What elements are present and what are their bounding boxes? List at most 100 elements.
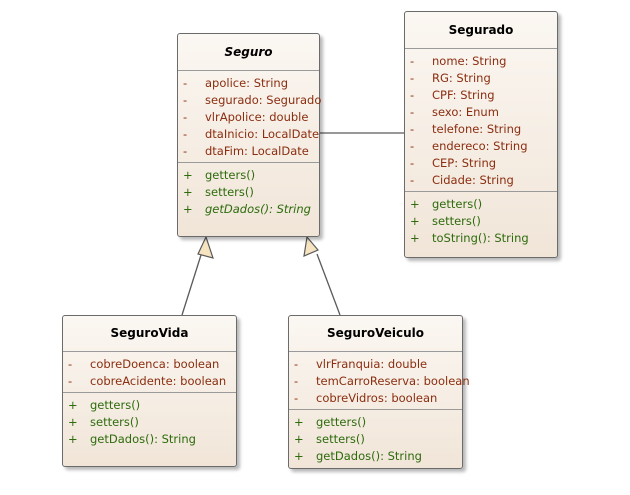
visibility-marker: +: [410, 197, 420, 211]
class-segurovida[interactable]: SeguroVida -cobreDoenca: boolean- cobreAc…: [62, 315, 237, 467]
operation-label: setters(): [205, 185, 254, 199]
visibility-marker: +: [183, 202, 193, 216]
visibility-marker: -: [294, 374, 299, 388]
operation-row[interactable]: + getters(): [405, 196, 557, 213]
visibility-marker: -: [183, 110, 188, 124]
operation-row[interactable]: + setters(): [405, 213, 557, 230]
attribute-label: temCarroReserva: boolean: [316, 374, 470, 388]
visibility-marker: +: [68, 415, 78, 429]
visibility-marker: +: [410, 214, 420, 228]
visibility-marker: +: [410, 231, 420, 245]
generalization-arrowhead-seguroveiculo: [303, 235, 319, 257]
attribute-row[interactable]: - temCarroReserva: boolean: [289, 373, 470, 390]
class-seguroveiculo[interactable]: SeguroVeiculo - vlrFranquia: double - temCa…: [288, 315, 470, 469]
generalization-line-segurovida[interactable]: [181, 254, 202, 316]
attribute-row[interactable]: - sexo: Enum: [405, 104, 557, 121]
attribute-row[interactable]: - apolice: String: [178, 75, 319, 92]
operation-row[interactable]: + toString(): String: [405, 230, 557, 247]
attribute-label: dtaInicio: LocalDate: [205, 127, 320, 141]
attribute-label: CEP: String: [432, 156, 497, 170]
operation-label: getDados(): String: [205, 202, 311, 216]
class-name: SeguroVida: [63, 316, 236, 352]
visibility-marker: -: [410, 88, 415, 102]
operation-label: getters(): [316, 415, 367, 429]
generalization-arrowhead-segurovida: [197, 235, 214, 259]
attribute-row[interactable]: - telefone: String: [405, 121, 557, 138]
attribute-row[interactable]: - CEP: String: [405, 155, 557, 172]
attribute-label: endereco: String: [432, 139, 528, 153]
attribute-row[interactable]: -Cidade: String: [405, 172, 557, 189]
visibility-marker: -: [410, 122, 415, 136]
attribute-label: RG: String: [432, 71, 491, 85]
operation-row[interactable]: + getDados(): String: [63, 431, 236, 448]
attribute-label: segurado: Segurado: [205, 93, 322, 107]
operation-row[interactable]: +getDados(): String: [289, 448, 462, 465]
class-seguro[interactable]: Seguro - apolice: String - segurado: Segura…: [177, 33, 322, 237]
visibility-marker: -: [294, 391, 299, 405]
visibility-marker: +: [68, 432, 78, 446]
class-name: Seguro: [178, 34, 319, 71]
attribute-label: telefone: String: [432, 122, 522, 136]
attributes-compartment: - apolice: String - segurado: Segurado - vlrA…: [178, 71, 322, 162]
operation-row[interactable]: + setters(): [178, 184, 319, 201]
class-segurado[interactable]: Segurado - nome: String - RG: String - CPF: S…: [404, 11, 558, 258]
visibility-marker: -: [68, 357, 73, 371]
attribute-label: vlrApolice: double: [205, 110, 309, 124]
visibility-marker: -: [183, 93, 188, 107]
attributes-compartment: -cobreDoenca: boolean- cobreAcidente: boo…: [63, 352, 236, 392]
operation-label: setters(): [432, 214, 481, 228]
attribute-row[interactable]: - dtaFim: LocalDate: [178, 143, 319, 160]
attribute-row[interactable]: - dtaInicio: LocalDate: [178, 126, 319, 143]
attributes-compartment: - nome: String - RG: String - CPF: String - sex…: [405, 49, 557, 191]
visibility-marker: -: [183, 76, 188, 90]
visibility-marker: -: [183, 144, 188, 158]
attribute-row[interactable]: - vlrApolice: double: [178, 109, 319, 126]
attribute-row[interactable]: - CPF: String: [405, 87, 557, 104]
attribute-row[interactable]: - endereco: String: [405, 138, 557, 155]
attribute-row[interactable]: -cobreDoenca: boolean: [63, 356, 236, 373]
operation-label: getDados(): String: [90, 432, 196, 446]
attribute-label: vlrFranquia: double: [316, 357, 428, 371]
attribute-label: cobreAcidente: boolean: [90, 374, 227, 388]
attribute-label: sexo: Enum: [432, 105, 499, 119]
operation-row[interactable]: +getters(): [178, 167, 319, 184]
attribute-label: CPF: String: [432, 88, 495, 102]
attribute-row[interactable]: - vlrFranquia: double: [289, 356, 462, 373]
visibility-marker: +: [68, 398, 78, 412]
attribute-label: nome: String: [432, 54, 507, 68]
attribute-row[interactable]: - segurado: Segurado: [178, 92, 322, 109]
visibility-marker: -: [410, 71, 415, 85]
attribute-row[interactable]: - nome: String: [405, 53, 557, 70]
visibility-marker: +: [294, 432, 304, 446]
operation-label: toString(): String: [432, 231, 529, 245]
operation-row[interactable]: + getDados(): String: [178, 201, 319, 218]
generalization-line-seguroveiculo[interactable]: [316, 253, 341, 316]
operation-label: getters(): [432, 197, 483, 211]
visibility-marker: +: [294, 415, 304, 429]
operation-label: getDados(): String: [316, 449, 422, 463]
visibility-marker: -: [410, 54, 415, 68]
visibility-marker: +: [183, 185, 193, 199]
visibility-marker: -: [410, 173, 415, 187]
attribute-row[interactable]: - cobreAcidente: boolean: [63, 373, 236, 390]
attribute-label: cobreVidros: boolean: [316, 391, 438, 405]
visibility-marker: -: [410, 156, 415, 170]
class-name: SeguroVeiculo: [289, 316, 462, 352]
operation-row[interactable]: + setters(): [289, 431, 462, 448]
visibility-marker: -: [68, 374, 73, 388]
operation-row[interactable]: +setters(): [63, 414, 236, 431]
attribute-row[interactable]: - RG: String: [405, 70, 557, 87]
attribute-label: dtaFim: LocalDate: [205, 144, 309, 158]
class-name: Segurado: [405, 12, 557, 49]
attribute-label: apolice: String: [205, 76, 289, 90]
operation-label: setters(): [316, 432, 365, 446]
visibility-marker: -: [183, 127, 188, 141]
operation-row[interactable]: +getters(): [63, 397, 236, 414]
visibility-marker: -: [410, 105, 415, 119]
visibility-marker: -: [294, 357, 299, 371]
attribute-row[interactable]: - cobreVidros: boolean: [289, 390, 462, 407]
operations-compartment: +getters()+setters()+getDados(): String: [178, 162, 319, 220]
visibility-marker: -: [410, 139, 415, 153]
operation-row[interactable]: + getters(): [289, 414, 462, 431]
